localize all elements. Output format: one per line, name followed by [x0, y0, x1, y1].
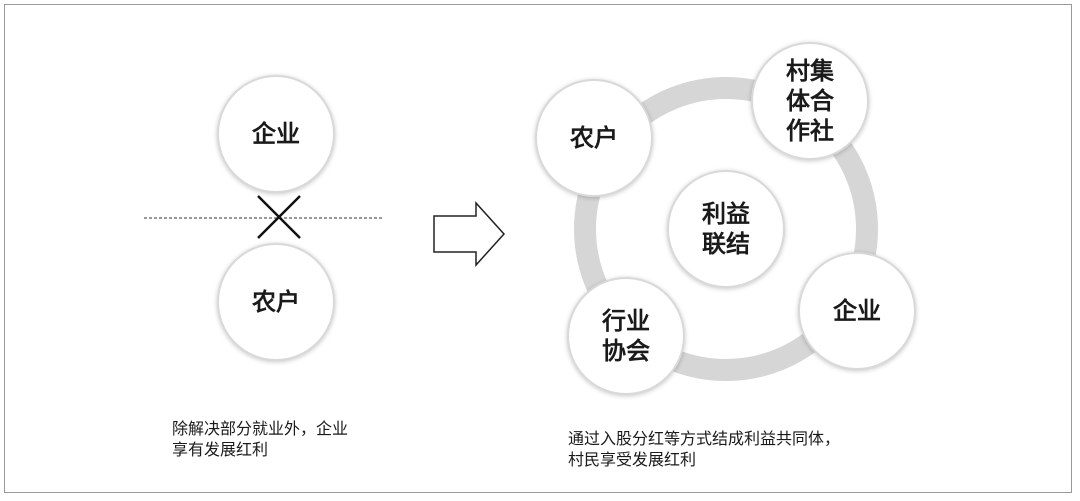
node-enterprise: 企业: [798, 252, 916, 370]
node-label: 企业: [833, 297, 881, 325]
node-industry-association: 行业 协会: [567, 277, 685, 395]
right-arrow-icon: [433, 201, 506, 267]
node-label: 行业 协会: [602, 307, 650, 365]
right-caption: 通过入股分红等方式结成利益共同体， 村民享受发展红利: [568, 429, 841, 469]
cross-icon: [257, 195, 301, 239]
node-interest-link-center: 利益 联结: [667, 170, 785, 288]
node-farmer-left: 农户: [217, 243, 335, 361]
node-label: 利益 联结: [702, 200, 750, 258]
node-label: 农户: [252, 288, 300, 316]
diagram-frame: [4, 4, 1072, 493]
left-caption: 除解决部分就业外，企业 享有发展红利: [172, 419, 349, 459]
node-village-cooperative: 村集 体合 作社: [751, 42, 869, 160]
node-label: 企业: [252, 120, 300, 148]
node-enterprise-left: 企业: [217, 75, 335, 193]
node-label: 村集 体合 作社: [786, 57, 834, 145]
node-farmer: 农户: [535, 79, 653, 197]
node-label: 农户: [570, 124, 618, 152]
relationship-ring: [574, 77, 878, 381]
